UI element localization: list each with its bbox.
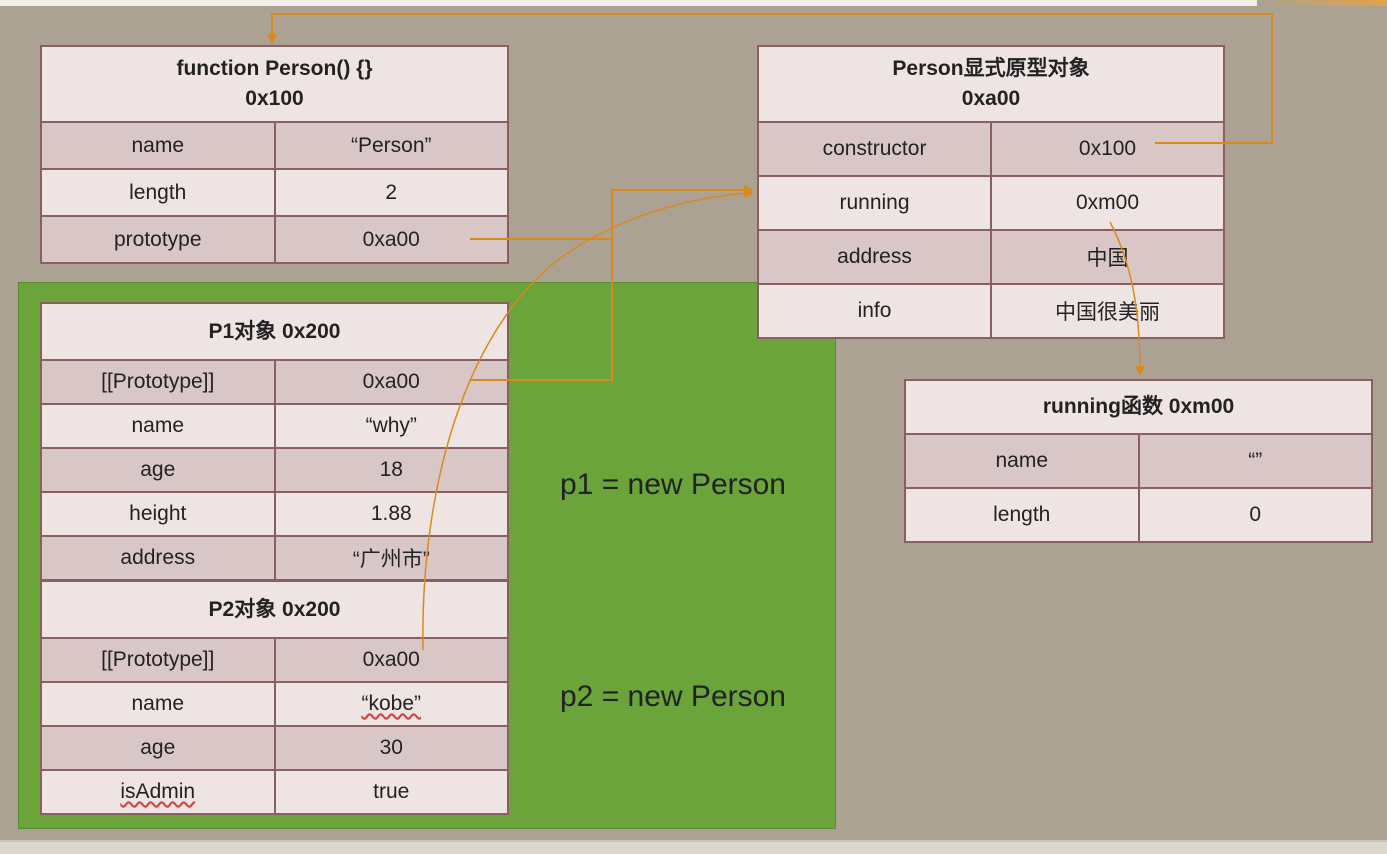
row-key-text: isAdmin: [120, 780, 196, 803]
row-value: 中国很美丽: [990, 283, 1225, 339]
table-row: address 中国: [757, 229, 1225, 285]
row-value: 30: [273, 725, 509, 771]
row-key: age: [40, 447, 276, 493]
row-key: address: [757, 229, 992, 285]
row-key: length: [904, 487, 1140, 543]
running-function-title: running函数 0xm00: [904, 379, 1373, 435]
slide-top-accent: [1257, 0, 1387, 6]
caption-p2: p2 = new Person: [560, 680, 786, 713]
table-row: [[Prototype]] 0xa00: [40, 359, 509, 405]
table-row: isAdmin true: [40, 769, 509, 815]
row-value: “Person”: [273, 121, 509, 170]
table-row: name “”: [904, 433, 1373, 489]
row-key: name: [40, 681, 276, 727]
row-value: true: [273, 769, 509, 815]
row-key: info: [757, 283, 992, 339]
prototype-object-header: Person显式原型对象 0xa00: [757, 45, 1225, 123]
function-person-address: 0x100: [245, 87, 304, 110]
row-value: 0xa00: [273, 359, 509, 405]
row-key: name: [40, 403, 276, 449]
function-person-title: function Person() {}: [176, 57, 373, 80]
table-row: running 0xm00: [757, 175, 1225, 231]
row-key: height: [40, 491, 276, 537]
running-function-table: running函数 0xm00 name “” length 0: [904, 379, 1373, 543]
row-key: isAdmin: [40, 769, 276, 815]
row-value: 中国: [990, 229, 1225, 285]
row-value-text: “kobe”: [361, 692, 422, 715]
table-row: age 18: [40, 447, 509, 493]
table-row: constructor 0x100: [757, 121, 1225, 177]
prototype-object-table: Person显式原型对象 0xa00 constructor 0x100 run…: [757, 45, 1225, 339]
p1-object-title: P1对象 0x200: [40, 302, 509, 361]
p1-object-table: P1对象 0x200 [[Prototype]] 0xa00 name “why…: [40, 302, 509, 581]
row-value: 0: [1137, 487, 1373, 543]
row-key: name: [40, 121, 276, 170]
row-value: 0xa00: [273, 215, 509, 264]
table-row: [[Prototype]] 0xa00: [40, 637, 509, 683]
table-row: prototype 0xa00: [40, 215, 509, 264]
table-row: height 1.88: [40, 491, 509, 537]
row-key: constructor: [757, 121, 992, 177]
slide-top-bar: [0, 0, 1387, 6]
row-key: name: [904, 433, 1140, 489]
row-value: 18: [273, 447, 509, 493]
prototype-object-title: Person显式原型对象: [892, 57, 1090, 80]
row-value: “why”: [273, 403, 509, 449]
prototype-arrow: [470, 185, 754, 240]
table-row: length 0: [904, 487, 1373, 543]
p2-object-title: P2对象 0x200: [40, 580, 509, 639]
table-row: length 2: [40, 168, 509, 217]
table-row: address “广州市”: [40, 535, 509, 581]
table-row: name “why”: [40, 403, 509, 449]
row-value: 1.88: [273, 491, 509, 537]
table-row: name “Person”: [40, 121, 509, 170]
row-key: age: [40, 725, 276, 771]
slide-bottom-bar: [0, 840, 1387, 854]
function-person-table: function Person() {} 0x100 name “Person”…: [40, 45, 509, 264]
row-value: 0xm00: [990, 175, 1225, 231]
row-key: address: [40, 535, 276, 581]
row-key: [[Prototype]]: [40, 359, 276, 405]
table-row: info 中国很美丽: [757, 283, 1225, 339]
row-value: “kobe”: [273, 681, 509, 727]
row-key: length: [40, 168, 276, 217]
row-key: running: [757, 175, 992, 231]
row-value: 0xa00: [273, 637, 509, 683]
row-value: “”: [1137, 433, 1373, 489]
row-key: [[Prototype]]: [40, 637, 276, 683]
prototype-object-address: 0xa00: [961, 87, 1021, 110]
row-key: prototype: [40, 215, 276, 264]
row-value: 0x100: [990, 121, 1225, 177]
p2-object-table: P2对象 0x200 [[Prototype]] 0xa00 name “kob…: [40, 580, 509, 815]
table-row: name “kobe”: [40, 681, 509, 727]
function-person-header: function Person() {} 0x100: [40, 45, 509, 123]
row-value: “广州市”: [273, 535, 509, 581]
caption-p1: p1 = new Person: [560, 468, 786, 501]
row-value: 2: [273, 168, 509, 217]
table-row: age 30: [40, 725, 509, 771]
